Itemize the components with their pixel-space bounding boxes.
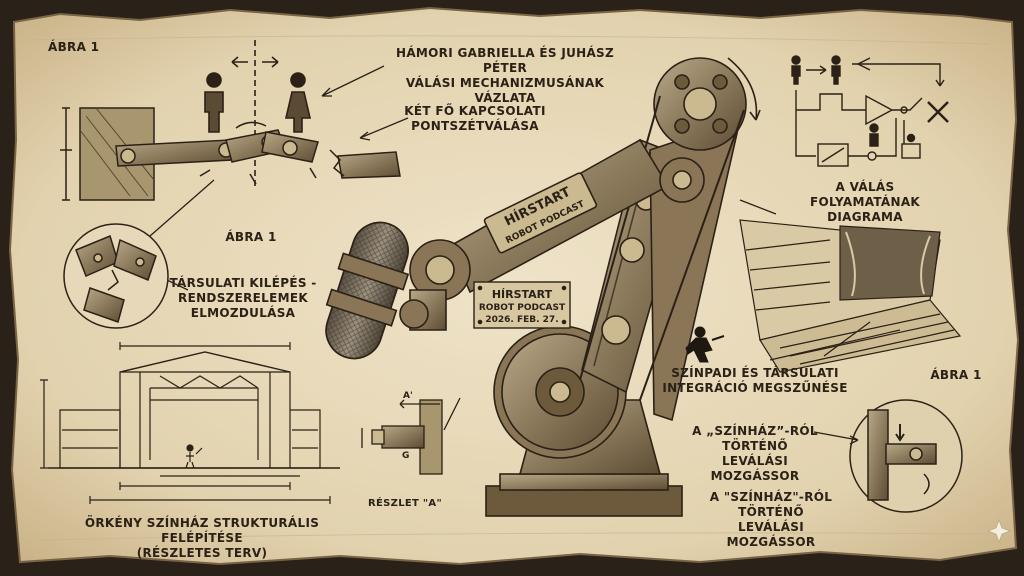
detail-a-marker-top: A' (403, 391, 413, 401)
levalas2-line3: MOZGÁSSOR (726, 535, 816, 549)
detail-circle-broken-links (63, 223, 169, 329)
abra1-mid-text: ÁBRA 1 (225, 230, 277, 244)
tarsulati-label: TÁRSULATI KILÉPÉS - RENDSZERELEMEK ELMOZ… (168, 276, 318, 321)
cancel-x-icon (927, 101, 949, 123)
reszlet-a-label: RÉSZLET "A" (360, 496, 450, 511)
reszlet-a-text: RÉSZLET "A" (368, 498, 442, 509)
person-a-icon (791, 55, 801, 85)
female-figure-icon (284, 72, 312, 133)
placard-date: 2026. FEB. 27. (485, 315, 558, 325)
theater-stage-sketch (739, 219, 962, 373)
male-figure-icon (204, 72, 224, 133)
hinge-linkage (115, 121, 401, 185)
date-placard (473, 281, 571, 329)
detail-a-flange (361, 397, 461, 475)
abra1-mid-label: ÁBRA 1 (216, 230, 286, 245)
placard-brand: HÍRSTART (492, 288, 553, 301)
running-figure-icon (685, 326, 725, 363)
detail-a-marker-bottom: G (402, 451, 409, 461)
szinpadi-line1: SZÍNPADI ÉS TÁRSULATI (671, 366, 839, 380)
callout-arrows-right (739, 199, 871, 445)
process-diagram (791, 55, 949, 167)
title-line1: HÁMORI GABRIELLA ÉS JUHÁSZ PÉTER (396, 46, 614, 75)
ket-fo-label: KÉT FŐ KAPCSOLATI PONTSZÉTVÁLÁSA (400, 104, 550, 134)
diagram-line1: A VÁLÁS FOLYAMATÁNAK (809, 180, 921, 209)
diagram-line2: DIAGRAMA (827, 210, 903, 224)
abra1-top-label: ÁBRA 1 (48, 40, 108, 55)
diagram-label: A VÁLÁS FOLYAMATÁNAK DIAGRAMA (780, 180, 950, 225)
theater-structure-plan (40, 342, 340, 504)
tarsulati-line2: RENDSZERELEMEK (178, 291, 308, 305)
abra1-top-text: ÁBRA 1 (48, 40, 100, 54)
ket-fo-line2: PONTSZÉTVÁLÁSA (411, 119, 539, 133)
person-c-icon (869, 123, 879, 147)
ket-fo-line1: KÉT FŐ KAPCSOLATI (404, 104, 546, 118)
detail-circle-disconnect (849, 399, 963, 513)
title-label: HÁMORI GABRIELLA ÉS JUHÁSZ PÉTER VÁLÁSI … (380, 46, 630, 106)
tarsulati-line1: TÁRSULATI KILÉPÉS - (169, 276, 317, 290)
levalas1-label: A „SZÍNHÁZ”-RÓL TÖRTÉNŐ LEVÁLÁSI MOZGÁSS… (690, 424, 820, 484)
levalas2-label: A "SZÍNHÁZ"-RÓL TÖRTÉNŐ LEVÁLÁSI MOZGÁSS… (706, 490, 836, 550)
person-b-icon (831, 55, 841, 85)
title-line2: VÁLÁSI MECHANIZMUSÁNAK VÁZLATA (405, 76, 605, 105)
tarsulati-line3: ELMOZDULÁSA (190, 306, 296, 320)
levalas2-line2: TÖRTÉNŐ LEVÁLÁSI (737, 505, 805, 534)
abra1-right-label: ÁBRA 1 (926, 368, 986, 383)
levalas2-line1: A "SZÍNHÁZ"-RÓL (709, 490, 833, 504)
placard-sub: ROBOT PODCAST (479, 303, 566, 313)
orkeny-line2: (RÉSZLETES TERV) (136, 546, 268, 560)
sparkle-icon (986, 518, 1012, 544)
levalas1-line1: A „SZÍNHÁZ”-RÓL (692, 424, 818, 438)
szinpadi-label: SZÍNPADI ÉS TÁRSULATI INTEGRÁCIÓ MEGSZŰN… (660, 366, 850, 396)
levalas1-line3: MOZGÁSSOR (710, 469, 800, 483)
separating-persons (204, 40, 312, 190)
abra1-right-text: ÁBRA 1 (930, 368, 982, 382)
szinpadi-line2: INTEGRÁCIÓ MEGSZŰNÉSE (662, 381, 848, 395)
robot-arm (325, 57, 761, 517)
levalas1-line2: TÖRTÉNŐ LEVÁLÁSI (721, 439, 789, 468)
orkeny-label: ÖRKÉNY SZÍNHÁZ STRUKTURÁLIS FELÉPÍTÉSE (… (52, 516, 352, 561)
orkeny-line1: ÖRKÉNY SZÍNHÁZ STRUKTURÁLIS FELÉPÍTÉSE (84, 516, 320, 545)
